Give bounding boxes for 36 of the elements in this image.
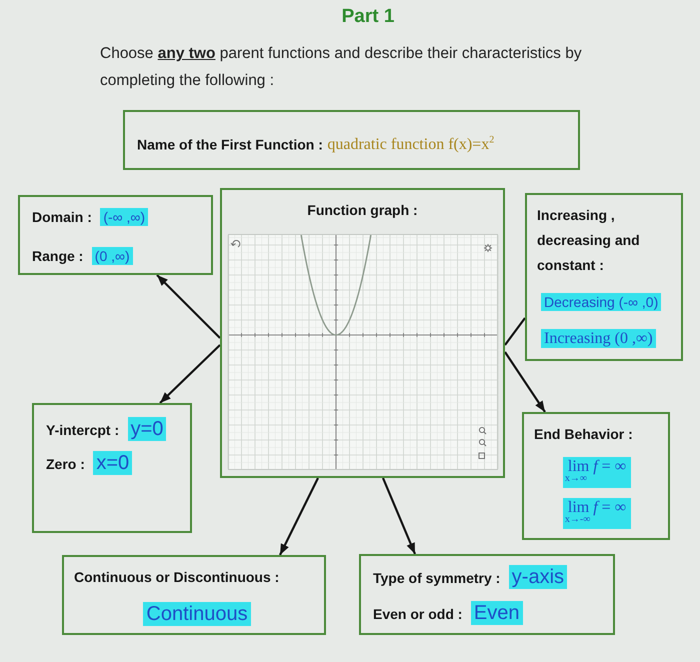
panel-heading: Function graph : (307, 202, 418, 218)
highlighted-answer: Increasing (0 ,∞) (541, 329, 656, 348)
prompt-text: Even or odd : (373, 606, 462, 622)
highlighted-answer: y=0 (128, 417, 166, 441)
arrow (382, 478, 416, 554)
info-box (525, 193, 683, 361)
highlighted-answer: Decreasing (-∞ ,0) (541, 293, 662, 311)
info-box (62, 555, 326, 635)
prompt-text: Range : (32, 248, 84, 264)
prompt-text: Zero : (46, 456, 85, 472)
highlighted-answer: y-axis (508, 565, 568, 589)
info-box (18, 195, 213, 275)
arrow (156, 274, 221, 339)
name-box (123, 110, 580, 170)
info-box (359, 554, 615, 635)
graph-panel (220, 188, 505, 478)
prompt-text: Continuous or Discontinuous : (74, 569, 280, 585)
highlighted-answer: Even (470, 601, 522, 625)
info-box (522, 412, 670, 540)
arrow (504, 351, 546, 413)
prompt-text: End Behavior : (534, 426, 633, 442)
arrow (159, 344, 221, 404)
prompt-text: Increasing , decreasing and constant : (537, 207, 640, 273)
prompt-text: Type of symmetry : (373, 570, 500, 586)
highlighted-answer: (-∞ ,∞) (100, 208, 148, 226)
instruction-text: Choose any two parent functions and describe their characteristics by completing the following : (100, 44, 583, 91)
prompt-text: Y-intercpt : (46, 422, 120, 438)
page-title: Part 1 (342, 6, 394, 28)
arrow (279, 478, 319, 556)
highlighted-answer: Continuous (143, 602, 251, 626)
prompt-text: Domain : (32, 209, 92, 225)
highlighted-answer: x=0 (93, 451, 132, 475)
answer-text: quadratic function f(x)=x$^{2}$ (327, 136, 494, 154)
highlighted-answer: (0 ,∞) (92, 247, 133, 265)
info-box (32, 403, 192, 533)
prompt-text: Name of the First Function : (137, 136, 323, 152)
